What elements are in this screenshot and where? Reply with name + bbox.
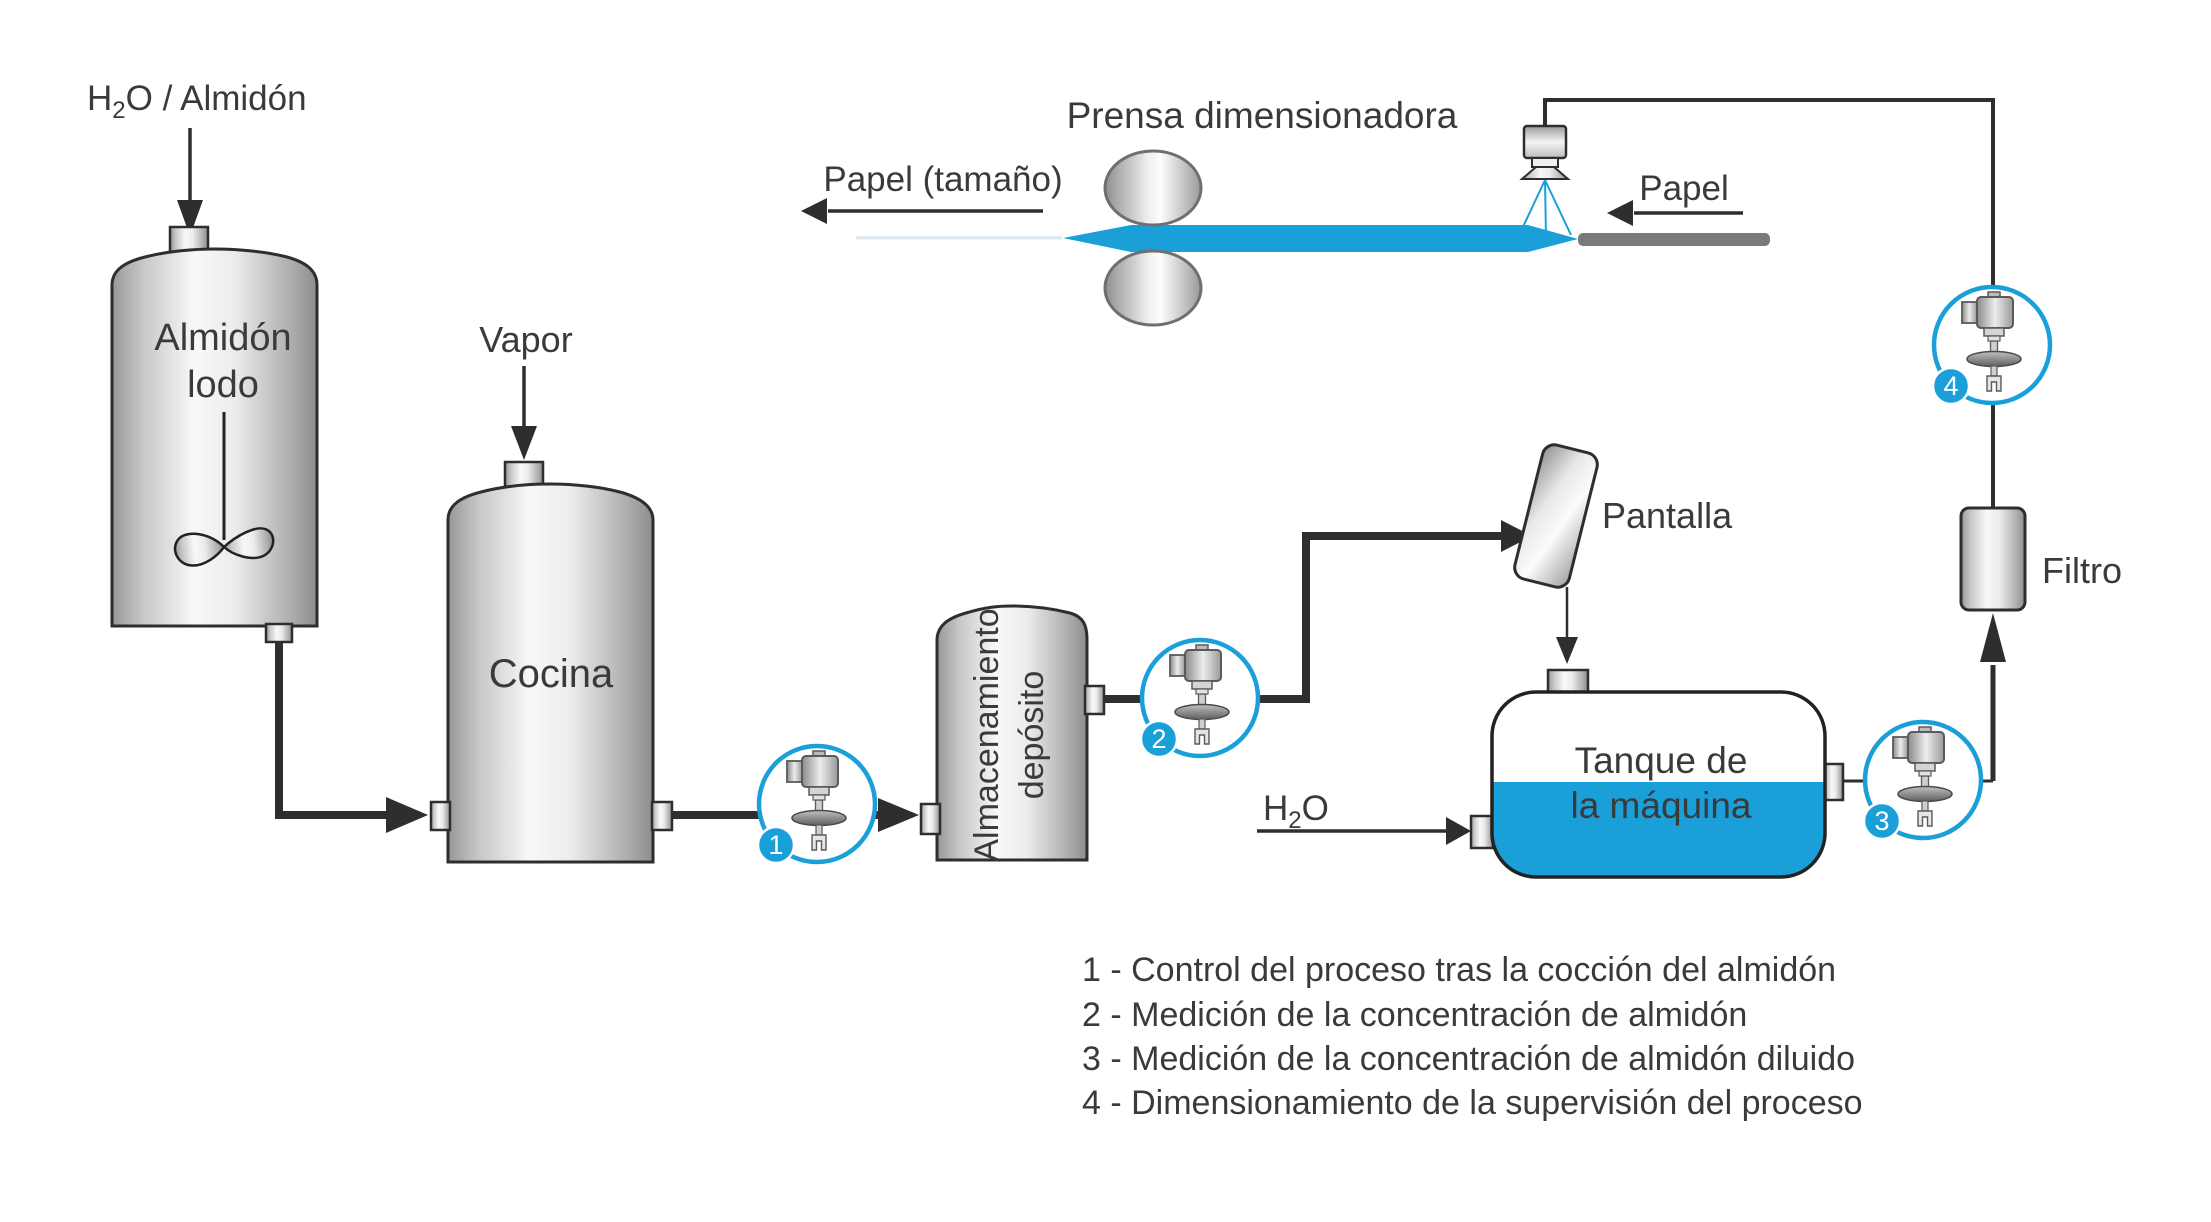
cooker-body	[446, 482, 655, 864]
cooker-label: Cocina	[489, 652, 614, 696]
water-label: H2O	[1263, 789, 1329, 834]
pipe-cooker-arrowhead	[878, 798, 919, 832]
pipe-slurry-arrowhead	[386, 797, 428, 833]
sensor-2-badge	[1139, 719, 1179, 759]
pipe-filter-to-spray	[1543, 98, 1995, 508]
cooker-left-nozzle	[429, 800, 452, 832]
filter-label: Filtro	[2042, 550, 2122, 591]
slurry-tank-label-1: Almidón	[154, 317, 291, 359]
pipe-slurry-to-cooker	[275, 643, 388, 819]
paper-sized-arrowhead	[801, 198, 827, 224]
water-label-rest: O	[1302, 789, 1329, 828]
pipe-screen-arrowhead	[1501, 520, 1532, 552]
feed-arrowhead	[177, 200, 203, 236]
machine-left-nozzle	[1469, 814, 1495, 850]
screen-shape	[1513, 443, 1599, 589]
press-roller-bottom	[1103, 249, 1203, 327]
feed-label-rest: O / Almidón	[126, 79, 307, 118]
storage-label-2: depósito	[1013, 671, 1051, 800]
storage-right-nozzle	[1083, 684, 1106, 716]
cooker-right-nozzle	[650, 800, 674, 832]
storage-body	[935, 604, 1089, 862]
pipe-filter-arrowhead	[1980, 613, 2006, 662]
storage-tank: Almacenamiento depósito	[919, 604, 1106, 862]
agitator-impeller	[173, 527, 275, 567]
paper-in-arrowhead	[1607, 200, 1633, 226]
slurry-tank-bottom-nozzle	[264, 622, 294, 644]
sensor-1-badge	[756, 825, 796, 865]
machine-liquid	[1492, 782, 1825, 877]
paper-sized-label: Papel (tamaño)	[823, 160, 1062, 199]
legend-item-1: 1 - Control del proceso tras la cocción …	[1082, 951, 1836, 989]
sensor-4-number: 4	[1943, 371, 1958, 401]
sized-paper-thin-web	[856, 236, 1062, 240]
sensor-3: 3	[1862, 719, 1984, 841]
press-roller-top	[1103, 149, 1203, 227]
legend-item-3: 3 - Medición de la concentración de almi…	[1082, 1040, 1855, 1078]
water-arrowhead	[1446, 817, 1471, 845]
screen-label: Pantalla	[1602, 495, 1733, 536]
filter-body	[1959, 506, 2027, 612]
paper-in-label: Papel	[1639, 169, 1729, 208]
legend: 1 - Control del proceso tras la cocción …	[1082, 951, 1863, 1122]
legend-item-4: 4 - Dimensionamiento de la supervisión d…	[1082, 1084, 1863, 1122]
storage-left-nozzle	[919, 802, 942, 836]
feed-label-sub: 2	[112, 97, 125, 124]
sensor-1: 1	[756, 743, 878, 865]
storage-label-1: Almacenamiento	[968, 608, 1006, 861]
coated-paper-web	[1063, 225, 1578, 252]
starch-slurry-tank: Almidón lodo	[110, 225, 319, 644]
water-label-sub: 2	[1288, 807, 1301, 834]
spray-jet-lines	[1521, 179, 1572, 239]
incoming-paper-web	[1578, 233, 1770, 246]
slurry-tank-body	[110, 247, 319, 628]
slurry-tank-label-2: lodo	[187, 364, 259, 406]
press-title: Prensa dimensionadora	[1067, 95, 1458, 136]
cooker-tank: Cocina	[429, 460, 674, 864]
sensor-1-number: 1	[768, 830, 783, 860]
vapor-label: Vapor	[479, 319, 572, 360]
machine-top-nozzle	[1546, 668, 1590, 696]
machine-body-outline	[1490, 690, 1827, 879]
machine-label-2: la máquina	[1570, 785, 1751, 826]
feed-label: H2O / Almidón	[87, 79, 307, 124]
sensor-2: 2	[1139, 637, 1261, 759]
machine-tank: Tanque de la máquina	[1469, 668, 1845, 879]
sensor-4-badge	[1931, 366, 1971, 406]
screen-outlet-arrowhead	[1556, 637, 1578, 664]
vapor-arrowhead	[511, 426, 537, 460]
legend-item-2: 2 - Medición de la concentración de almi…	[1082, 996, 1747, 1034]
size-spray-applicator	[1519, 124, 1572, 239]
sensor-3-number: 3	[1874, 806, 1889, 836]
sensor-4: 4	[1931, 284, 2053, 406]
machine-label-1: Tanque de	[1575, 740, 1748, 781]
feed-label-h: H	[87, 79, 112, 118]
sensor-2-number: 2	[1151, 724, 1166, 754]
water-label-h: H	[1263, 789, 1288, 828]
sensor-3-badge	[1862, 801, 1902, 841]
machine-right-nozzle	[1822, 762, 1845, 802]
